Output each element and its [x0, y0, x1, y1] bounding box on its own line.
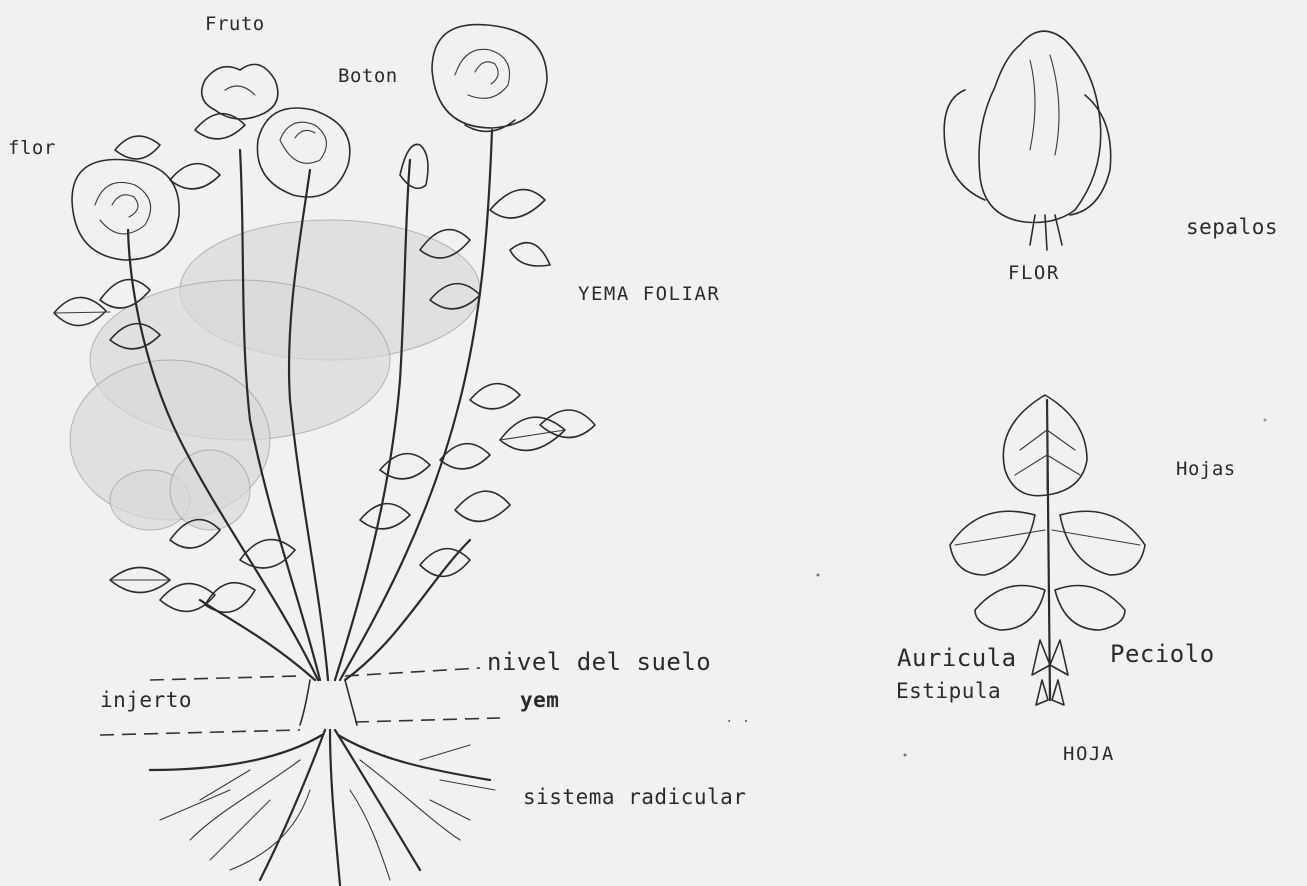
label-peciolo: Peciolo	[1110, 640, 1215, 668]
label-yem: yem	[520, 688, 559, 712]
fruit-flower	[202, 64, 278, 119]
label-fruto: Fruto	[205, 13, 265, 35]
label-hoja-caption: HOJA	[1063, 743, 1115, 765]
label-estipula: Estipula	[896, 679, 1001, 703]
label-sistema-radicular: sistema radicular	[523, 785, 746, 809]
label-boton: Boton	[338, 65, 398, 87]
open-flower-left	[72, 160, 179, 261]
label-hojas: Hojas	[1176, 458, 1236, 480]
graft-trunk	[300, 680, 357, 725]
label-auricula: Auricula	[897, 644, 1017, 672]
label-sepalos: sepalos	[1186, 215, 1278, 239]
label-flor-caption: FLOR	[1008, 262, 1060, 284]
top-rose	[432, 25, 547, 132]
speck-dots: . .	[725, 710, 750, 726]
label-injerto: injerto	[100, 688, 192, 712]
graft-line-left	[100, 730, 300, 735]
label-yema-foliar: YEMA FOLIAR	[578, 283, 720, 305]
label-flor: flor	[8, 137, 56, 159]
closed-bud	[400, 144, 428, 188]
speck	[1264, 419, 1267, 422]
label-nivel-del-suelo: nivel del suelo	[487, 648, 711, 676]
flower-detail-illustration	[944, 31, 1111, 250]
open-flower-middle	[257, 108, 349, 197]
graft-line	[355, 718, 500, 722]
speck	[904, 754, 907, 757]
rose-plant-illustration	[54, 25, 595, 885]
speck	[817, 574, 820, 577]
root-system	[150, 730, 495, 885]
